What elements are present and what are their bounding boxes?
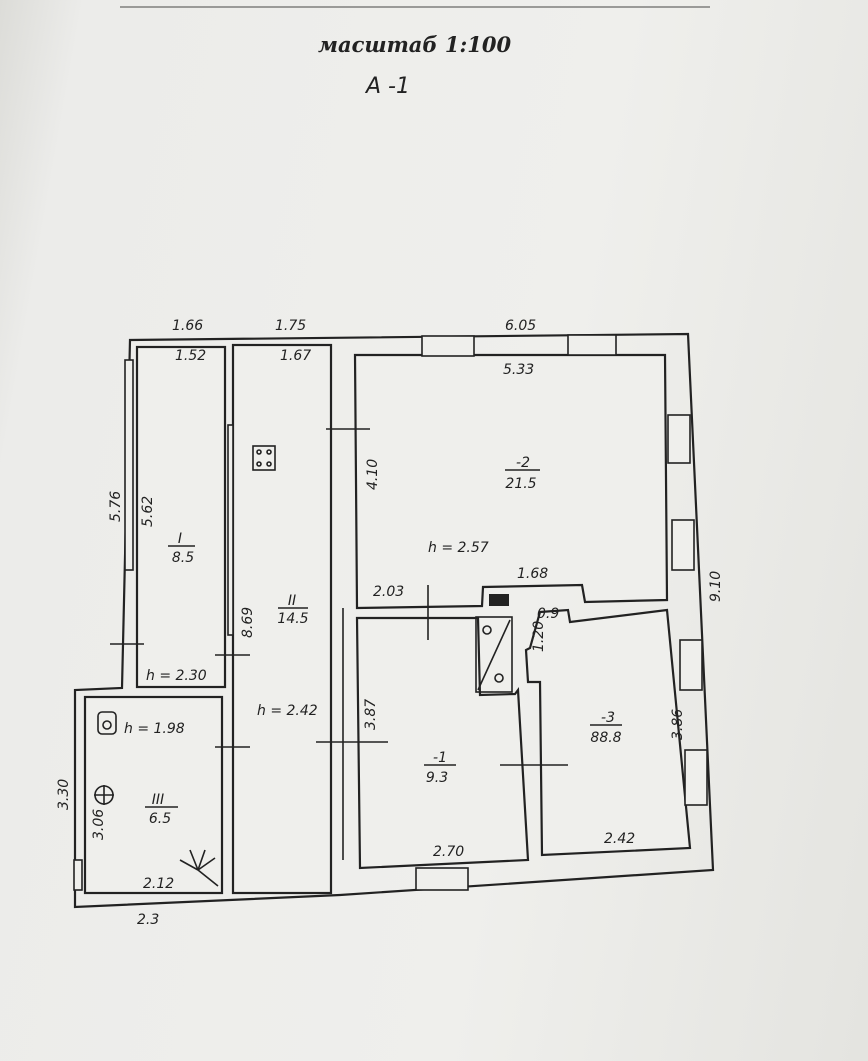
shower-icon	[179, 849, 219, 887]
window	[421, 335, 475, 357]
boiler-icon	[475, 594, 513, 693]
room-label-II: II 14.5	[277, 593, 308, 627]
dim-label: 2.42	[604, 831, 635, 847]
dim-label: 3.30	[56, 779, 72, 810]
window	[679, 639, 703, 691]
dim-label: 1.75	[275, 318, 306, 334]
room-label-minus-3: -3 88.8	[590, 710, 622, 746]
room-minus-1	[355, 616, 530, 870]
height-label: h = 2.42	[257, 703, 318, 719]
dim-label: 5.33	[503, 362, 534, 378]
dim-label: 9.10	[708, 571, 724, 602]
dim-label: 3.06	[91, 809, 107, 840]
svg-text:III: III	[152, 792, 164, 808]
dim-label: 1.68	[517, 566, 548, 582]
dim-label: 2.3	[137, 912, 159, 928]
svg-text:-3: -3	[601, 710, 615, 726]
scale-label: масштаб 1:100	[318, 32, 512, 57]
dim-label: 3.87	[363, 699, 379, 730]
dim-label: 1.67	[280, 348, 311, 364]
stove-icon	[252, 445, 276, 471]
svg-text:8.5: 8.5	[172, 550, 194, 566]
window	[415, 867, 469, 891]
dim-label: 6.05	[505, 318, 536, 334]
door-marks	[110, 428, 568, 860]
window	[227, 424, 234, 636]
svg-text:6.5: 6.5	[149, 811, 171, 827]
room-minus-3	[524, 608, 692, 857]
outer-wall	[73, 332, 715, 909]
window	[684, 749, 708, 806]
dim-label: 5.62	[140, 496, 156, 527]
room-II	[231, 343, 333, 895]
svg-text:-2: -2	[516, 455, 530, 471]
svg-text:14.5: 14.5	[277, 611, 308, 627]
dim-label: 2.70	[433, 844, 464, 860]
svg-text:21.5: 21.5	[505, 476, 536, 492]
dim-label: 2.03	[373, 584, 404, 600]
dim-label: 1.52	[175, 348, 206, 364]
room-label-minus-1: -1 9.3	[424, 750, 456, 786]
dim-label: 0.9	[537, 606, 559, 622]
dim-label: 1.66	[172, 318, 203, 334]
room-label-III: III 6.5	[145, 792, 178, 827]
height-label: h = 2.57	[428, 540, 489, 556]
window	[73, 859, 83, 891]
page-edge-line	[120, 6, 710, 8]
dim-label: 3.86	[670, 709, 686, 740]
window	[667, 414, 691, 464]
dim-label: 1.20	[531, 621, 547, 652]
height-label: h = 1.98	[124, 721, 185, 737]
room-label-minus-2: -2 21.5	[505, 455, 540, 492]
room-minus-2	[353, 353, 669, 610]
dim-label: 2.12	[143, 876, 174, 892]
sheet-label: А -1	[366, 74, 410, 99]
dim-label: 8.69	[240, 607, 256, 638]
svg-text:II: II	[288, 593, 296, 609]
room-I	[135, 345, 227, 689]
dim-label: 5.76	[108, 491, 124, 522]
height-label: h = 2.30	[146, 668, 207, 684]
window	[671, 519, 695, 571]
svg-text:-1: -1	[433, 750, 447, 766]
svg-text:I: I	[178, 531, 182, 547]
window	[567, 334, 617, 356]
window	[124, 359, 134, 571]
sink-icon	[94, 785, 114, 805]
toilet-icon	[97, 711, 117, 735]
room-label-I: I 8.5	[168, 531, 195, 566]
svg-text:88.8: 88.8	[590, 730, 621, 746]
dim-label: 4.10	[365, 459, 381, 490]
svg-text:9.3: 9.3	[426, 770, 448, 786]
